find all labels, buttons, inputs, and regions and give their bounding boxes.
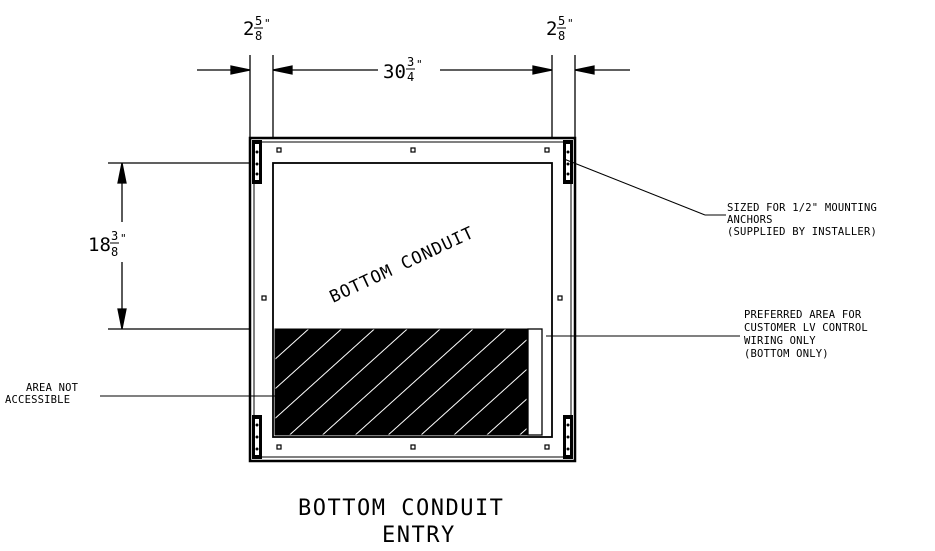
width-denominator: 4 [407, 70, 414, 84]
width-whole: 30 [383, 61, 406, 83]
anchor-note-line-2: ANCHORS [727, 214, 773, 226]
left-gap-whole: 2 [243, 18, 254, 40]
left-gap-dimension-label: 2 5 8 " [243, 14, 271, 43]
preferred-note-line-3: WIRING ONLY [744, 335, 816, 347]
right-gap-numerator: 5 [558, 14, 565, 28]
anchor-note-line-1: SIZED FOR 1/2" MOUNTING [727, 202, 877, 214]
anchor-note: SIZED FOR 1/2" MOUNTING ANCHORS (SUPPLIE… [727, 202, 877, 238]
preferred-area-note: PREFERRED AREA FOR CUSTOMER LV CONTROL W… [744, 309, 868, 360]
width-inch-mark: " [416, 58, 423, 71]
not-accessible-line-1: AREA NOT [26, 382, 79, 394]
right-gap-inch-mark: " [567, 17, 574, 30]
bolt-holes [261, 147, 563, 450]
preferred-note-line-2: CUSTOMER LV CONTROL [744, 322, 868, 334]
right-gap-dimension-arrows [574, 65, 630, 75]
height-dimension [108, 162, 262, 330]
height-whole: 18 [88, 234, 111, 256]
width-dimension-arrows [273, 65, 553, 75]
left-gap-denominator: 8 [255, 29, 262, 43]
preferred-lv-wiring-area [527, 328, 543, 436]
left-gap-inch-mark: " [264, 17, 271, 30]
top-dimension-extension-lines [249, 55, 576, 138]
not-accessible-hatched-area [274, 328, 528, 436]
left-gap-numerator: 5 [255, 14, 262, 28]
right-gap-denominator: 8 [558, 29, 565, 43]
title-line-2: ENTRY [382, 523, 456, 548]
height-dimension-label: 18 3 8 " [88, 229, 127, 259]
height-denominator: 8 [111, 245, 118, 259]
left-gap-dimension-arrows [197, 65, 293, 75]
right-gap-dimension-label: 2 5 8 " [546, 14, 574, 43]
mounting-bracket-bottom-left [252, 415, 262, 459]
height-inch-mark: " [120, 232, 127, 245]
mounting-bracket-top-right [563, 140, 573, 184]
height-numerator: 3 [111, 229, 118, 243]
mounting-bracket-bottom-right [563, 415, 573, 459]
preferred-note-line-4: (BOTTOM ONLY) [744, 348, 829, 360]
drawing-title: BOTTOM CONDUIT ENTRY [298, 496, 504, 548]
width-dimension-label: 30 3 4 " [383, 55, 423, 84]
title-line-1: BOTTOM CONDUIT [298, 496, 504, 521]
right-gap-whole: 2 [546, 18, 557, 40]
width-numerator: 3 [407, 55, 414, 69]
not-accessible-note: AREA NOT ACCESSIBLE [5, 382, 79, 406]
anchor-note-line-3: (SUPPLIED BY INSTALLER) [727, 226, 877, 238]
not-accessible-line-2: ACCESSIBLE [5, 394, 70, 406]
preferred-note-line-1: PREFERRED AREA FOR [744, 309, 862, 321]
anchor-note-leader [563, 158, 726, 216]
mounting-bracket-top-left [252, 140, 262, 184]
